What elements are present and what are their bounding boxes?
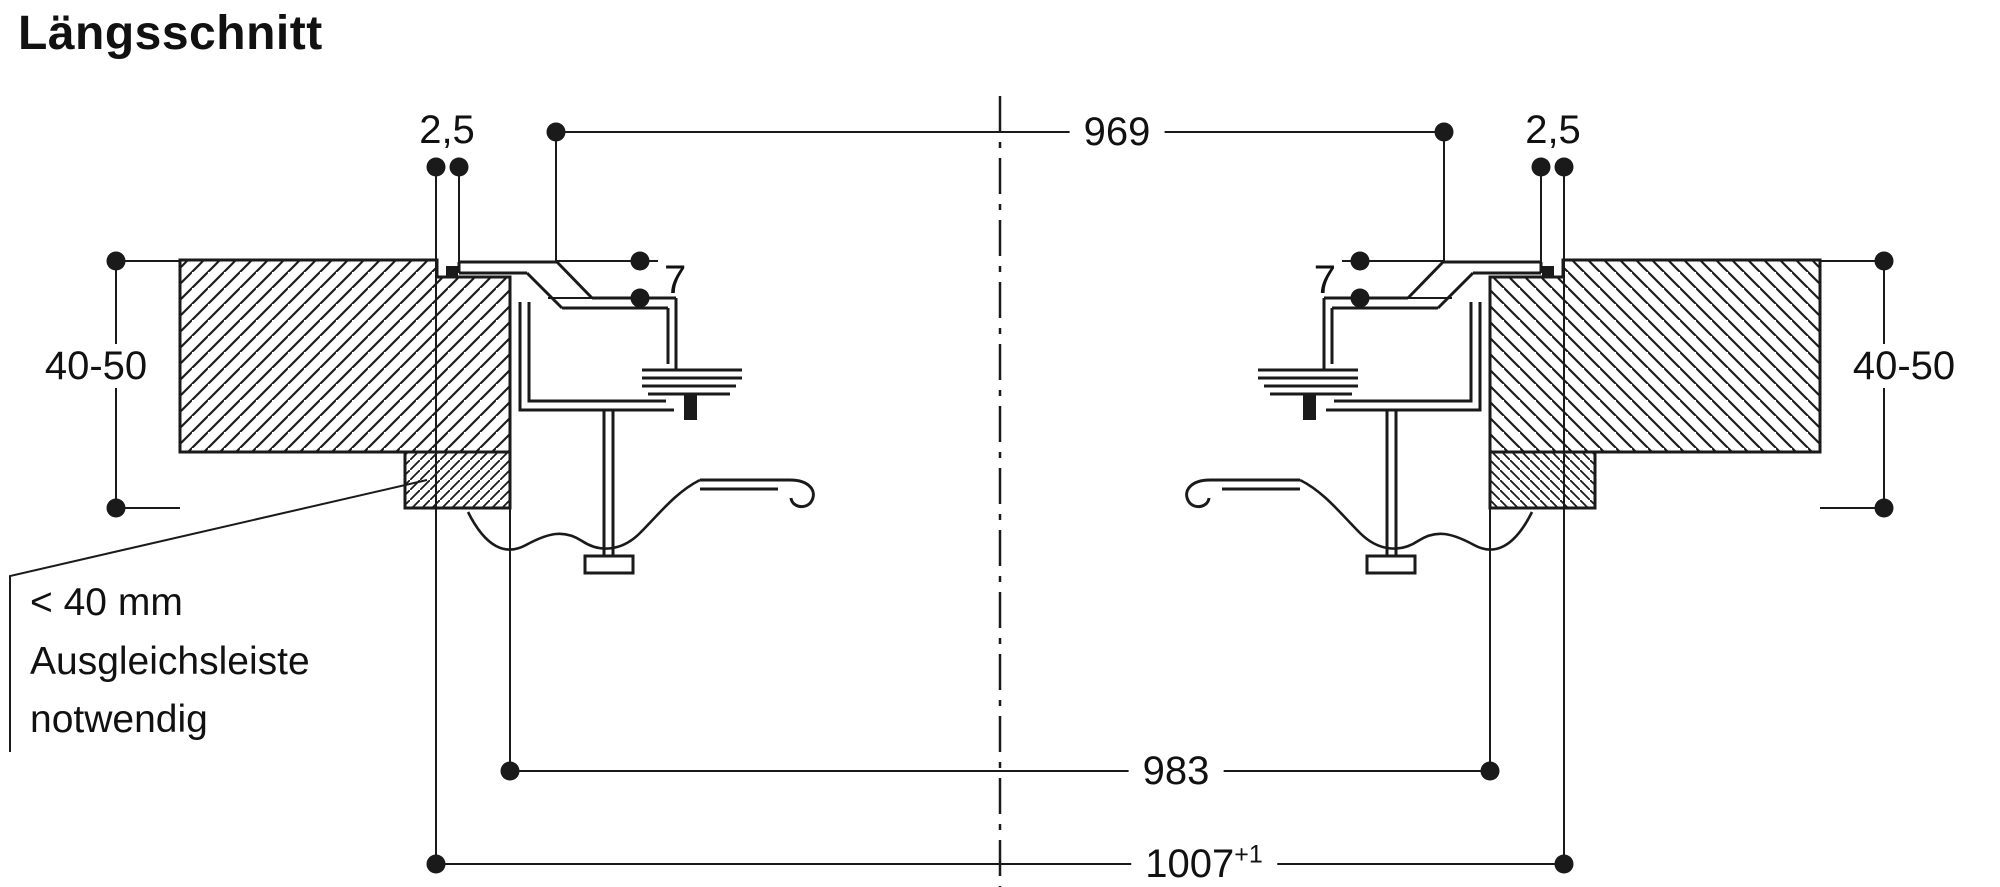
compensation-strip-note: < 40 mm Ausgleichsleiste notwendig (30, 574, 310, 750)
cutout-width-dimension: 983 (1128, 749, 1224, 793)
overall-width-dimension: 1007+1 (1131, 842, 1277, 886)
gap-dimension-left: 2,5 (419, 108, 475, 152)
note-line-1: < 40 mm (30, 581, 183, 624)
note-line-2: Ausgleichsleiste (30, 639, 310, 683)
recess-depth-dimension-left: 7 (664, 258, 687, 302)
dimension-dots (106, 122, 650, 874)
worktop-thickness-dimension-left: 40-50 (36, 344, 156, 388)
appliance-profile (457, 260, 815, 575)
corner-marker (446, 266, 458, 278)
worktop-block (178, 258, 512, 454)
recess-depth-dimension-right: 7 (1313, 258, 1336, 302)
gap-dimension-right: 2,5 (1525, 108, 1581, 152)
left-half-geometry (106, 122, 1000, 874)
dimension-lines (115, 131, 1000, 865)
note-line-3: notwendig (30, 698, 208, 741)
page-title: Längsschnitt (18, 7, 323, 60)
note-leader-line (9, 479, 428, 752)
overall-width-tolerance: +1 (1234, 840, 1263, 869)
worktop-thickness-dimension-right: 40-50 (1844, 344, 1964, 388)
appliance-width-dimension: 969 (1069, 110, 1165, 154)
compensation-strip (403, 450, 512, 510)
overall-width-value: 1007 (1145, 842, 1235, 886)
